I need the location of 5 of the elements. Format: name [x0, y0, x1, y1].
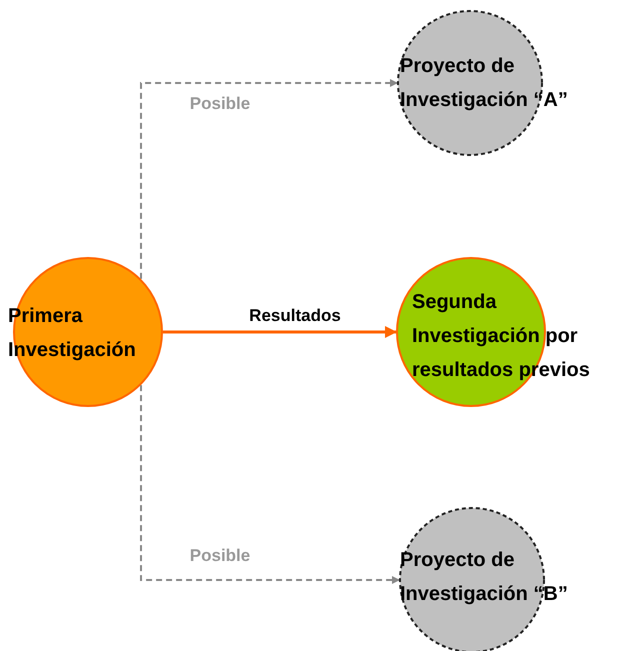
arrow [140, 79, 398, 279]
arrow [163, 326, 397, 338]
arrow [140, 385, 400, 584]
node-label: Proyecto de Investigación “B” [400, 548, 569, 607]
node-label: Proyecto de Investigación “A” [400, 54, 569, 113]
